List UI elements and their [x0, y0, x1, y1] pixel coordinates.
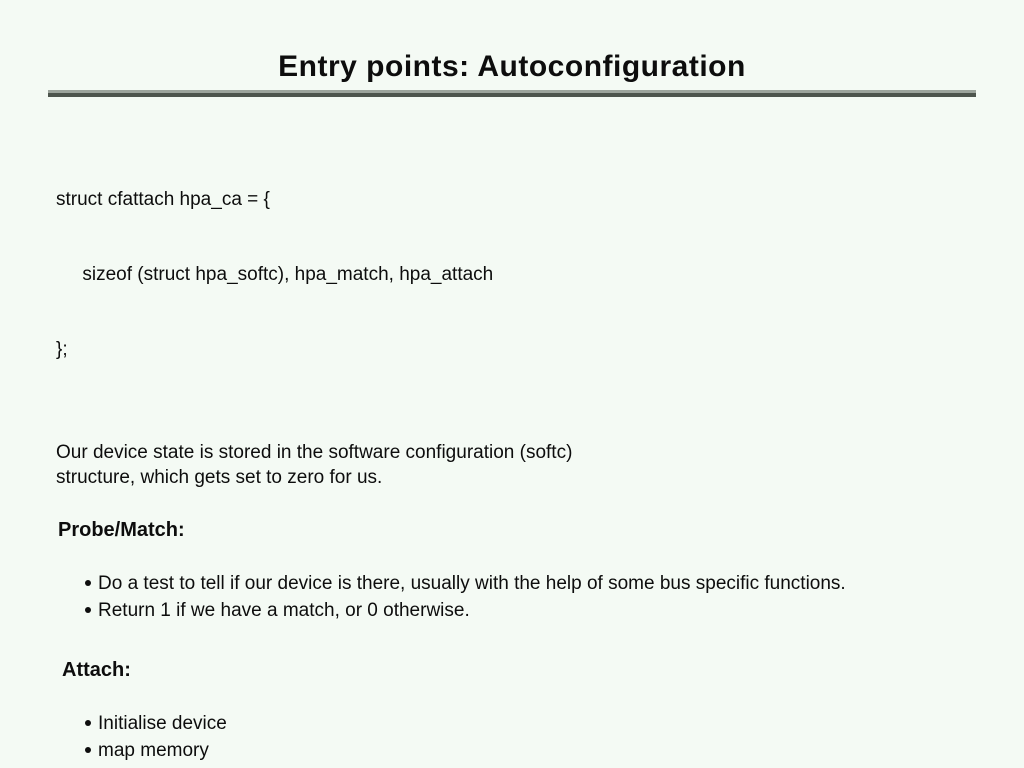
probe-match-bullet-list: Do a test to tell if our device is there… [85, 570, 988, 624]
bullet-text: map Interrupt or start polling timer [98, 764, 383, 768]
list-item: Do a test to tell if our device is there… [85, 570, 988, 597]
code-block: struct cfattach hpa_ca = { sizeof (struc… [56, 137, 988, 412]
code-line: }; [56, 339, 68, 360]
bullet-icon [85, 607, 91, 613]
list-item: Return 1 if we have a match, or 0 otherw… [85, 597, 988, 624]
title-divider-light-band [48, 90, 976, 93]
intro-paragraph: Our device state is stored in the softwa… [56, 440, 988, 490]
slide-content: struct cfattach hpa_ca = { sizeof (struc… [56, 137, 988, 768]
bullet-icon [85, 720, 91, 726]
paragraph-line: Our device state is stored in the softwa… [56, 442, 573, 463]
title-divider-dark-band [48, 93, 976, 97]
bullet-text: Do a test to tell if our device is there… [98, 573, 846, 594]
section-heading-probe-match: Probe/Match: [58, 519, 185, 541]
list-item: Initialise device [85, 710, 988, 737]
section-probe-match: Probe/Match: Do a test to tell if our de… [56, 517, 988, 624]
list-item: map Interrupt or start polling timer [85, 764, 988, 768]
bullet-text: Return 1 if we have a match, or 0 otherw… [98, 600, 470, 621]
paragraph-line: structure, which gets set to zero for us… [56, 467, 383, 488]
bullet-icon [85, 580, 91, 586]
code-line: sizeof (struct hpa_softc), hpa_match, hp… [56, 264, 494, 285]
bullet-icon [85, 747, 91, 753]
attach-bullet-list: Initialise device map memory map Interru… [85, 710, 988, 768]
bullet-text: map memory [98, 740, 209, 761]
bullet-text: Initialise device [98, 713, 227, 734]
title-divider [48, 90, 976, 97]
section-attach: Attach: Initialise device map memory map… [56, 657, 988, 768]
code-line: struct cfattach hpa_ca = { [56, 189, 270, 210]
section-heading-attach: Attach: [62, 659, 131, 681]
page-title: Entry points: Autoconfiguration [278, 50, 746, 83]
list-item: map memory [85, 737, 988, 764]
